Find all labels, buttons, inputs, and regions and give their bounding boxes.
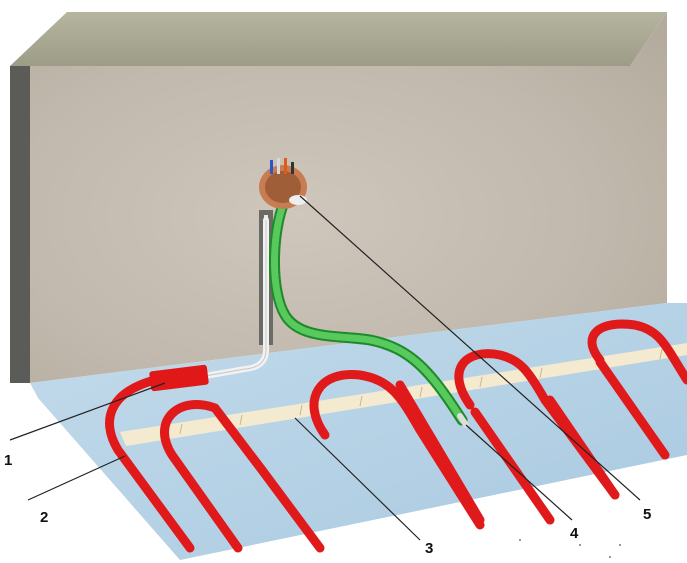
cable-coupling xyxy=(149,364,209,392)
heating-cable-loop-7 xyxy=(587,319,687,385)
heating-cable-loop-4 xyxy=(395,380,485,525)
callout-4: 4 xyxy=(570,525,579,542)
callout-2: 2 xyxy=(40,509,49,526)
leader-5 xyxy=(299,195,641,501)
heating-cable-loop-1 xyxy=(105,375,195,553)
junction-box xyxy=(259,158,307,209)
heating-cable-loop-3 xyxy=(309,369,485,530)
heating-cable xyxy=(105,319,687,553)
wall-front xyxy=(30,12,667,383)
wall-top xyxy=(10,12,667,66)
sensor-tip xyxy=(457,413,469,428)
leader-3 xyxy=(294,417,421,541)
callout-5: 5 xyxy=(643,506,652,523)
callout-1: 1 xyxy=(4,452,13,469)
leader-4 xyxy=(465,424,573,521)
callout-3: 3 xyxy=(425,540,434,557)
heating-cable-loop-5 xyxy=(454,349,620,500)
leader-1 xyxy=(9,382,166,441)
wall xyxy=(10,12,667,383)
wall-side xyxy=(10,66,30,383)
callout-leaders xyxy=(9,195,641,541)
heating-cable-loop-2 xyxy=(160,400,325,553)
leader-2 xyxy=(27,455,126,501)
